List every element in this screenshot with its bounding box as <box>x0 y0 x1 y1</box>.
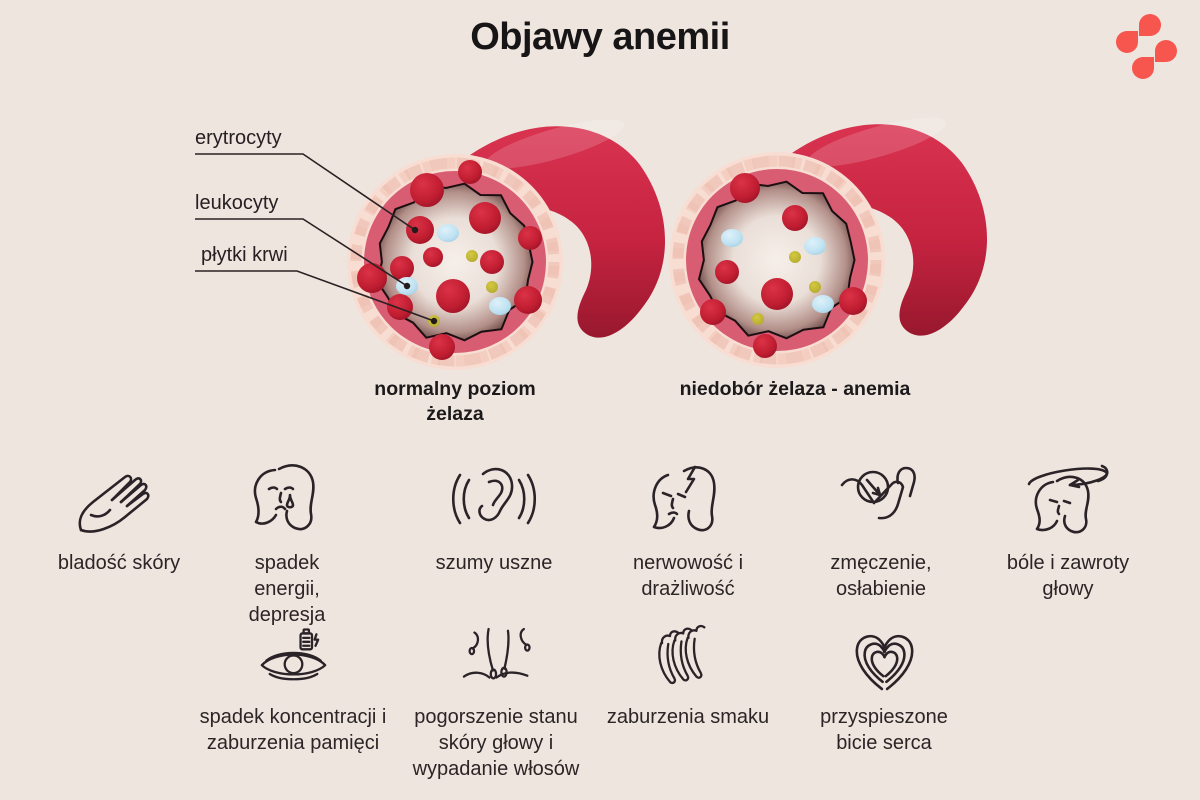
symptom-label: bladość skóry <box>57 552 181 574</box>
ear-icon <box>451 467 537 525</box>
label-erythrocytes: erytrocyty <box>195 127 282 149</box>
symptom-irritability: nerwowość i drażliwość <box>581 458 795 602</box>
caption-normal-iron: normalny poziom żelaza <box>374 378 536 426</box>
dizzy-head-icon <box>1027 464 1109 534</box>
cells-layer <box>700 173 867 358</box>
symptom-headache-dizziness: bóle i zawroty głowy <box>961 458 1175 602</box>
symptom-label: nerwowość i drażliwość <box>632 552 744 600</box>
vessel-normal-iron <box>340 90 680 390</box>
symptom-tinnitus: szumy uszne <box>387 458 601 576</box>
hair-loss-icon <box>462 627 531 680</box>
logo-drop-icon <box>1132 57 1154 79</box>
symptom-label: zmęczenie, osłabienie <box>830 552 932 600</box>
label-platelets: płytki krwi <box>201 244 288 266</box>
symptom-label: pogorszenie stanu skóry głowy i wypadani… <box>412 706 580 780</box>
symptom-low-energy-depression: spadek energii, depresja <box>180 458 394 628</box>
vessel-anemia <box>662 88 1002 388</box>
chili-peppers-icon <box>657 624 706 685</box>
symptom-label: przyspieszone bicie serca <box>820 706 948 754</box>
logo-drop-icon <box>1116 31 1138 53</box>
symptom-fatigue-weakness: zmęczenie, osłabienie <box>774 458 988 602</box>
label-leukocytes: leukocyty <box>195 192 279 214</box>
logo-drop-icon <box>1139 14 1161 36</box>
weak-arm-gauge-icon <box>840 466 916 520</box>
logo-drop-icon <box>1155 40 1177 62</box>
symptom-rapid-heartbeat: przyspieszone bicie serca <box>777 622 991 756</box>
eye-battery-icon <box>260 628 326 681</box>
symptom-label: zaburzenia smaku <box>606 706 770 728</box>
symptom-label: bóle i zawroty głowy <box>1006 552 1130 600</box>
four-drops-logo <box>1114 12 1180 82</box>
hand-icon <box>78 474 150 533</box>
heart-pulse-icon <box>844 622 925 696</box>
page-title: Objawy anemii <box>470 16 730 58</box>
angry-faces-icon <box>652 465 716 532</box>
symptom-taste-disorders: zaburzenia smaku <box>581 622 795 730</box>
symptom-poor-concentration-memory: spadek koncentracji i zaburzenia pamięci <box>186 622 400 756</box>
symptom-pale-skin: bladość skóry <box>12 458 226 576</box>
sad-person-icon <box>253 464 315 531</box>
symptom-label: spadek energii, depresja <box>248 552 326 626</box>
symptom-label: szumy uszne <box>435 552 553 574</box>
symptom-scalp-hair-loss: pogorszenie stanu skóry głowy i wypadani… <box>389 622 603 782</box>
symptom-label: spadek koncentracji i zaburzenia pamięci <box>199 706 387 754</box>
caption-iron-deficiency: niedobór żelaza - anemia <box>679 378 911 400</box>
